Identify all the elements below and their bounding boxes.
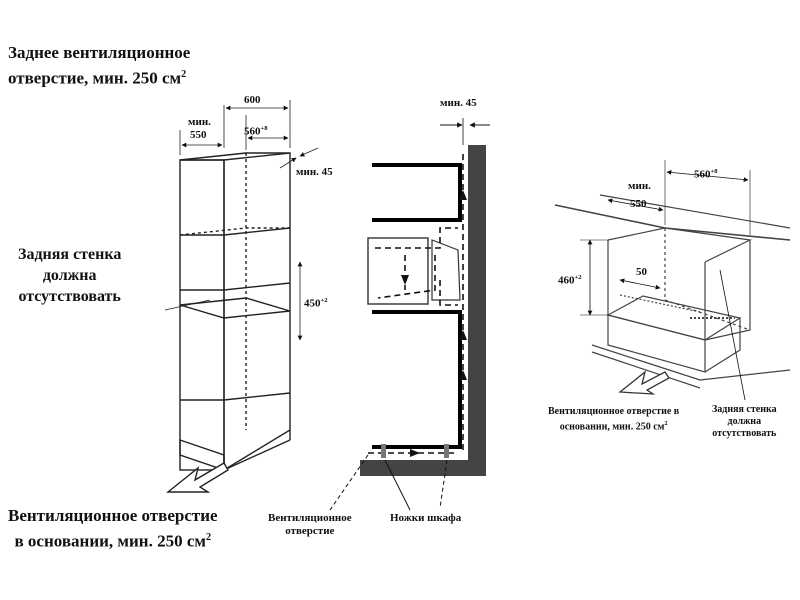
rear-wall-line2: должна xyxy=(42,267,97,284)
right-base-vent-label: Вентиляционное отверстие в основании, ми… xyxy=(548,406,679,433)
rear-wall-line1: Задняя стенка xyxy=(18,246,122,263)
dim-600: 600 xyxy=(244,94,261,106)
dim-right-460: 460+2 xyxy=(558,274,582,287)
right-rear-wall-leader xyxy=(719,269,746,401)
lower-cabinet-section xyxy=(372,310,462,449)
niche-top xyxy=(607,227,753,263)
right-rear-wall-line3: отсутствовать xyxy=(712,428,777,439)
shelf-2 xyxy=(180,282,291,291)
dim-560: 560+8 xyxy=(244,125,268,138)
base-vent-arrow-icon xyxy=(166,462,229,493)
right-base-vent-line2: основании, мин. 250 см2 xyxy=(559,421,668,433)
dim-450: 450+2 xyxy=(304,297,328,310)
dim-top-min45: мин. 45 xyxy=(440,97,477,109)
vent-opening-label: Вентиляционное отверстие xyxy=(268,512,352,538)
shelf-1 xyxy=(180,227,291,236)
vent-opening-line1: Вентиляционное xyxy=(268,512,352,524)
dim-right-50: 50 xyxy=(636,266,647,278)
oven-section xyxy=(367,237,429,305)
cabinet-leg-right xyxy=(444,444,449,458)
upper-cabinet-section xyxy=(372,163,462,222)
rear-wall-label: Задняя стенка должна отсутствовать xyxy=(18,244,121,307)
cabinet-leg-left xyxy=(381,444,386,458)
dim-right-min: мин. xyxy=(628,180,651,192)
air-flow-path xyxy=(368,150,464,454)
right-base-vent-arrow-icon xyxy=(618,370,670,395)
shelf-3 xyxy=(179,297,291,319)
floor-section xyxy=(360,460,486,476)
rear-vent-label: Заднее вентиляционное отверстие, мин. 25… xyxy=(8,42,190,90)
right-base-vent-line1: Вентиляционное отверстие в xyxy=(548,406,680,417)
dim-min45: мин. 45 xyxy=(296,166,333,178)
right-rear-wall-label: Задняя стенка должна отсутствовать xyxy=(712,404,777,440)
base-vent-label: Вентиляционное отверстие в основании, ми… xyxy=(8,505,218,553)
countertop-line xyxy=(554,204,791,241)
cabinet-legs-label: Ножки шкафа xyxy=(390,512,462,524)
niche-drawing xyxy=(554,160,791,401)
base-vent-line1: Вентиляционное отверстие xyxy=(8,506,218,525)
cabinet-front-left-post xyxy=(179,159,225,471)
wall-section xyxy=(468,145,486,475)
rear-vent-line1: Заднее вентиляционное xyxy=(8,43,191,62)
right-rear-wall-line2: должна xyxy=(727,416,762,427)
rear-wall-line3: отсутствовать xyxy=(18,288,121,305)
legs-leader-2 xyxy=(439,459,448,509)
shelf-bottom xyxy=(180,392,291,401)
vent-opening-leader xyxy=(329,454,369,511)
vent-opening-line2: отверстие xyxy=(285,525,335,537)
dim-right-560: 560+8 xyxy=(694,168,718,181)
rear-vent-line2: отверстие, мин. 250 см2 xyxy=(8,68,187,88)
base-vent-line2: в основании, мин. 250 см2 xyxy=(14,531,212,551)
dim-min-label: мин. xyxy=(188,116,211,128)
tall-cabinet-drawing xyxy=(164,100,319,471)
drawer-top xyxy=(606,295,742,341)
rear-wall-leader xyxy=(164,299,211,311)
cabinet-plinth xyxy=(179,439,225,471)
dim-550: 550 xyxy=(190,129,207,141)
cabinet-outline xyxy=(180,152,291,471)
legs-leader-1 xyxy=(384,459,411,511)
dim-right-550: 550 xyxy=(630,198,647,210)
side-section-drawing xyxy=(329,118,490,511)
right-rear-wall-line1: Задняя стенка xyxy=(712,404,777,415)
